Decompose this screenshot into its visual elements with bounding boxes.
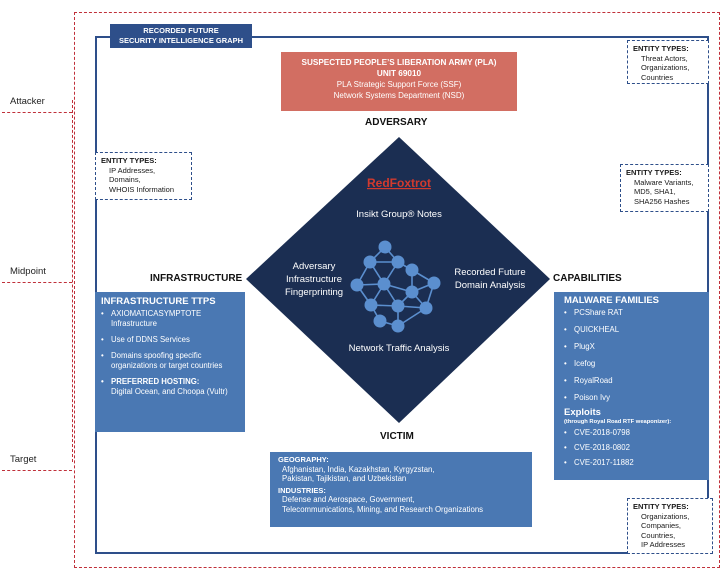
adversary-sub-1: PLA Strategic Support Force (SSF) — [336, 80, 462, 89]
infrastructure-ttps-panel: INFRASTRUCTURE TTPS AXIOMATICASYMPTOTE I… — [95, 292, 245, 432]
network-node — [363, 255, 377, 269]
network-node — [350, 278, 364, 292]
entity-type-item: IP Addresses, — [109, 165, 156, 175]
infrastructure-ttps-heading: INFRASTRUCTURE TTPS — [101, 296, 216, 307]
network-node — [405, 285, 419, 299]
entity-types-heading: ENTITY TYPES: — [626, 168, 682, 177]
adversary-title-1: SUSPECTED PEOPLE’S LIBERATION ARMY (PLA) — [301, 58, 497, 67]
side-label-attacker: Attacker — [10, 96, 45, 107]
entity-type-item: Domains, — [109, 175, 141, 184]
entity-types-heading: ENTITY TYPES: — [101, 156, 157, 165]
frame-title-line-1: RECORDED FUTURE — [143, 26, 219, 35]
network-node — [405, 263, 419, 277]
industries-heading: INDUSTRIES: — [278, 485, 326, 495]
geography-line-1: Afghanistan, India, Kazakhstan, Kyrgyzst… — [282, 464, 435, 474]
capabilities-label: CAPABILITIES — [553, 273, 622, 284]
victim-panel: GEOGRAPHY: Afghanistan, India, Kazakhsta… — [270, 452, 532, 527]
network-node — [391, 255, 405, 269]
adversary-label: ADVERSARY — [365, 117, 428, 128]
malware-item: RoyalRoad — [564, 376, 699, 386]
malware-item: PCShare RAT — [564, 308, 699, 318]
diamond-left-text-3: Fingerprinting — [285, 287, 343, 298]
exploit-item: CVE-2018-0798 — [564, 428, 699, 438]
infrastructure-item: Domains spoofing specific organizations … — [101, 351, 239, 371]
entity-type-item: Malware Variants, — [634, 177, 694, 187]
preferred-hosting-text: Digital Ocean, and Choopa (Vultr) — [111, 387, 228, 396]
side-label-midpoint: Midpoint — [10, 266, 46, 277]
adversary-title-2: UNIT 69010 — [376, 69, 422, 78]
side-tick-attacker — [2, 112, 72, 113]
industries-line-1: Defense and Aerospace, Government, — [282, 495, 415, 504]
diamond-bottom-text: Network Traffic Analysis — [349, 343, 450, 354]
exploits-heading: Exploits — [564, 407, 601, 418]
entity-types-adversary: ENTITY TYPES: Threat Actors, Organizatio… — [627, 40, 709, 84]
side-tick-target — [2, 470, 72, 471]
network-graph-icon — [350, 240, 441, 333]
outer-dashed-border — [74, 12, 720, 568]
network-node — [419, 301, 433, 315]
diamond-top-text: Insikt Group® Notes — [356, 209, 442, 220]
malware-families-heading: MALWARE FAMILIES — [564, 295, 659, 306]
infrastructure-item: AXIOMATICASYMPTOTE Infrastructure — [101, 309, 239, 329]
entity-type-item: Organizations, — [641, 63, 690, 72]
network-node — [391, 319, 405, 333]
adversary-box: SUSPECTED PEOPLE’S LIBERATION ARMY (PLA)… — [281, 52, 517, 111]
exploits-note: (through Royal Road RTF weaponizer): — [564, 419, 672, 425]
malware-item: Poison Ivy — [564, 393, 699, 403]
victim-label: VICTIM — [380, 431, 414, 442]
infrastructure-label: INFRASTRUCTURE — [150, 273, 243, 284]
entity-type-item: IP Addresses — [641, 540, 686, 549]
network-node — [391, 299, 405, 313]
side-label-target: Target — [10, 454, 37, 465]
entity-type-item: WHOIS Information — [109, 184, 175, 194]
entity-type-item: SHA256 Hashes — [634, 196, 690, 206]
side-scale-line — [72, 100, 73, 462]
diamond-title: RedFoxtrot — [367, 176, 431, 190]
infrastructure-item: Use of DDNS Services — [101, 335, 239, 345]
entity-type-item: Countries, — [641, 530, 676, 540]
diamond-left-text-2: Infrastructure — [286, 274, 342, 285]
adversary-sub-2: Network Systems Department (NSD) — [333, 91, 465, 100]
malware-item: QUICKHEAL — [564, 325, 699, 335]
diamond-right-text-1: Recorded Future — [454, 267, 525, 278]
geography-heading: GEOGRAPHY: — [278, 455, 329, 464]
entity-type-item: Countries — [641, 72, 674, 82]
entity-type-item: Threat Actors, — [641, 53, 688, 63]
diamond-left-text-1: Adversary — [293, 261, 336, 272]
exploit-item: CVE-2017-11882 — [564, 458, 699, 468]
entity-types-heading: ENTITY TYPES: — [633, 502, 689, 511]
industries-line-2: Telecommunications, Mining, and Research… — [282, 504, 484, 514]
side-tick-midpoint — [2, 282, 72, 283]
entity-types-heading: ENTITY TYPES: — [633, 44, 689, 53]
network-node — [364, 298, 378, 312]
malware-item: Icefog — [564, 359, 699, 369]
diamond-right-text-2: Domain Analysis — [455, 280, 525, 291]
entity-type-item: Companies, — [641, 521, 682, 530]
geography-line-2: Pakistan, Tajikistan, and Uzbekistan — [282, 474, 407, 483]
entity-types-infrastructure: ENTITY TYPES: IP Addresses, Domains, WHO… — [95, 152, 192, 200]
frame-title: RECORDED FUTURE SECURITY INTELLIGENCE GR… — [110, 24, 252, 48]
network-node — [377, 277, 391, 291]
diamond-shape — [246, 137, 550, 423]
exploit-item: CVE-2018-0802 — [564, 443, 699, 453]
preferred-hosting-heading: PREFERRED HOSTING: — [101, 377, 239, 387]
network-node — [378, 240, 392, 254]
network-node — [427, 276, 441, 290]
entity-types-victim: ENTITY TYPES: Organizations, Companies, … — [627, 498, 713, 554]
network-node — [373, 314, 387, 328]
entity-type-item: MD5, SHA1, — [634, 187, 676, 196]
frame-title-line-2: SECURITY INTELLIGENCE GRAPH — [118, 36, 244, 45]
entity-types-capabilities: ENTITY TYPES: Malware Variants, MD5, SHA… — [620, 164, 709, 212]
malware-item: PlugX — [564, 342, 699, 352]
malware-families-panel: MALWARE FAMILIES PCShare RAT QUICKHEAL P… — [554, 292, 709, 480]
entity-type-item: Organizations, — [641, 511, 690, 521]
